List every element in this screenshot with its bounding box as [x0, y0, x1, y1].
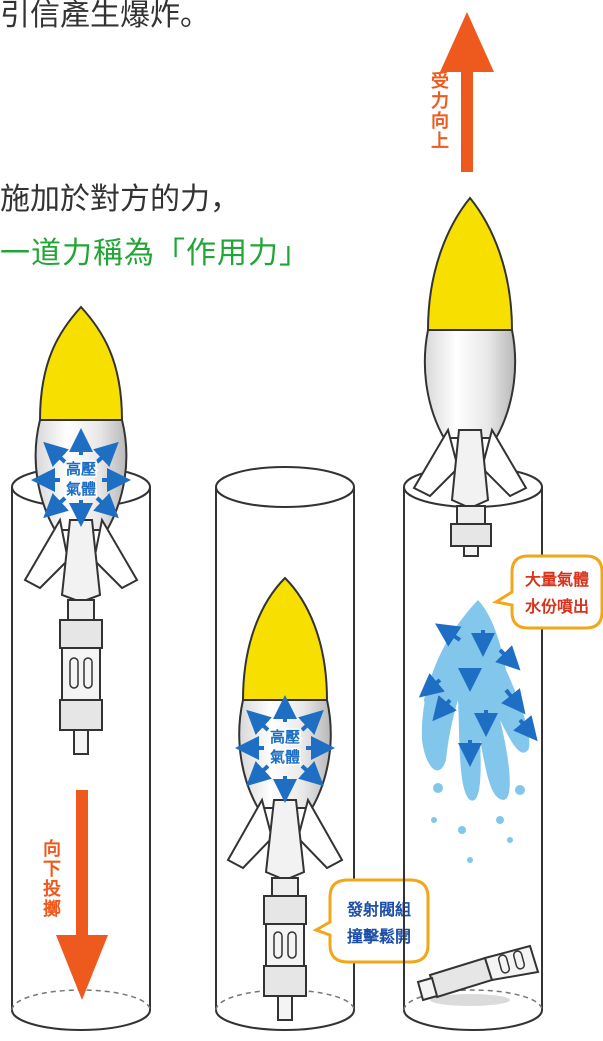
pressure-arrows-middle [235, 695, 335, 803]
gas-label-1: 大量氣體 [525, 570, 589, 589]
down-label-char-4: 擲 [43, 898, 61, 920]
rocket-nose-right [426, 196, 514, 331]
up-force-arrow [440, 12, 494, 172]
rocket-nose-left [38, 305, 124, 421]
down-label-char-2: 下 [43, 859, 61, 880]
rocket-middle: 高壓 氣體 [226, 576, 344, 1021]
rocket-left: 高壓 氣體 [23, 305, 139, 755]
gas-water-bubble: 大量氣體 水份噴出 [491, 554, 603, 630]
pressure-label-left-2: 氣體 [66, 480, 96, 498]
pressure-arrows-left [31, 428, 131, 527]
valve-middle [263, 895, 307, 925]
gas-label-2: 水份噴出 [525, 597, 589, 616]
up-label-char-2: 力 [431, 91, 449, 112]
valve-label-2: 撞擊鬆開 [347, 927, 411, 946]
valve-label-1: 發射閥組 [346, 900, 411, 919]
up-label-char-1: 受 [431, 70, 449, 92]
water-spray [421, 600, 530, 863]
rocket-right [412, 196, 528, 557]
down-force-arrow [56, 790, 108, 1000]
down-label-char-3: 投 [43, 878, 61, 900]
up-label-char-3: 向 [431, 110, 449, 132]
rocket-nose-middle [241, 576, 329, 701]
rocket-body-right [423, 329, 517, 439]
intro-text-line2: 施加於對方的力， [0, 182, 240, 217]
pressure-label-middle-2: 氣體 [270, 748, 300, 766]
valve-left [59, 619, 103, 649]
intro-text-line1: 引信產生爆炸。 [0, 0, 210, 33]
down-label-char-1: 向 [43, 838, 61, 860]
spray-arrows [418, 623, 538, 767]
up-label-char-4: 上 [431, 131, 449, 152]
intro-text-line3-highlight: 一道力稱為「作用力」 [0, 236, 310, 271]
dropped-valve [416, 944, 540, 1006]
pressure-label-middle-1: 高壓 [270, 728, 300, 746]
pressure-label-left-1: 高壓 [66, 460, 96, 478]
valve-release-bubble: 發射閥組 撞擊鬆開 [312, 878, 430, 964]
